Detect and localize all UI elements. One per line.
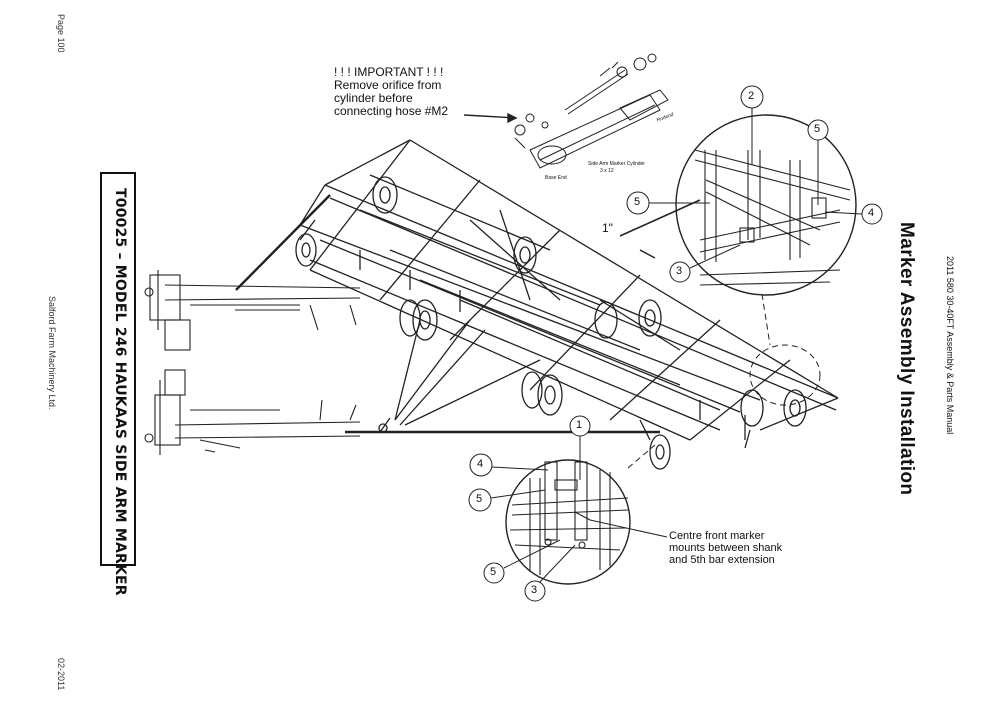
top-detail-circle (619, 114, 857, 296)
bottom-detail-circle (505, 459, 631, 585)
marker-side-view (144, 270, 361, 455)
important-heading: ! ! ! IMPORTANT ! ! ! (334, 65, 444, 79)
callout-5-top-left: 5 (634, 196, 641, 208)
callout-3-top: 3 (676, 265, 683, 277)
callout-5-bottom-upper: 5 (476, 493, 483, 505)
callout-2-top: 2 (748, 90, 755, 102)
base-end-label: Base End (545, 175, 567, 181)
centre-line-1: Centre front marker (669, 530, 765, 542)
callout-4-bottom: 4 (477, 458, 484, 470)
title-box (100, 172, 136, 566)
callout-3-bottom: 3 (531, 584, 538, 596)
callout-4-top: 4 (868, 207, 875, 219)
callout-5-bottom-lower: 5 (490, 566, 497, 578)
callout-1-bottom: 1 (576, 419, 583, 431)
dimension-label: 1" (602, 221, 613, 235)
cylinder-size-label: 3 x 12 (600, 168, 614, 174)
centre-line-3: and 5th bar extension (669, 554, 775, 566)
important-line-1: Remove orifice from (334, 78, 442, 92)
important-line-2: cylinder before (334, 91, 413, 105)
cylinder-detail (514, 53, 669, 169)
callout-5-top-right: 5 (814, 123, 821, 135)
centre-line-2: mounts between shank (669, 542, 783, 554)
wheels (295, 176, 807, 470)
cultivator-frame (299, 139, 839, 449)
leader-lines (235, 194, 660, 434)
detail-callout-circle (749, 344, 821, 406)
cylinder-label: Side Arm Marker Cylinder (588, 161, 645, 167)
detail-connectors (627, 293, 771, 469)
important-line-3: connecting hose #M2 (334, 104, 449, 118)
important-note: ! ! ! IMPORTANT ! ! ! Remove orifice fro… (334, 66, 448, 118)
centre-marker-note: Centre front marker mounts between shank… (669, 530, 782, 566)
important-leader-line (463, 112, 518, 124)
